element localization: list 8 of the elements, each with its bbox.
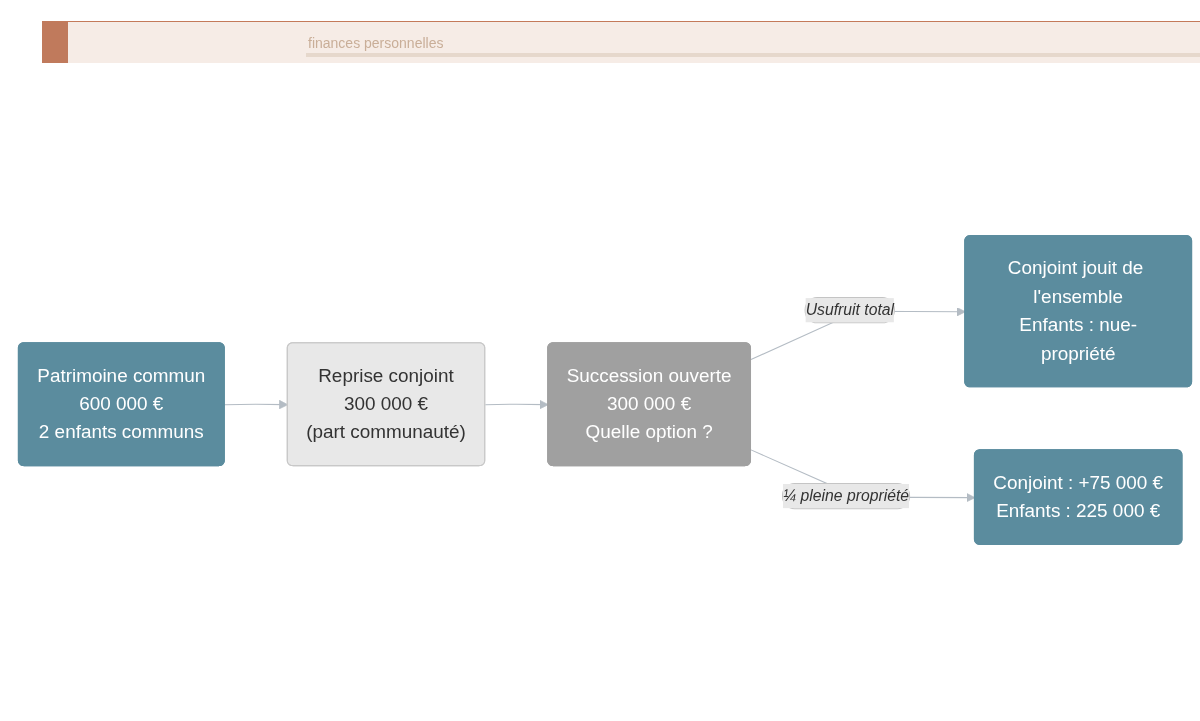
- process-box: Reprise conjoint 300 000 € (part communauté): [286, 342, 486, 467]
- process-box: Patrimoine commun 600 000 € 2 enfants communs: [17, 342, 225, 467]
- process-box: Conjoint jouit de l'ensemble Enfants : nue-propriété: [964, 235, 1193, 388]
- edge-label: Usufruit total: [804, 297, 896, 323]
- process-box: Succession ouverte 300 000 € Quelle option ?: [547, 342, 751, 467]
- process-box: Conjoint : +75 000 € Enfants : 225 000 €: [973, 449, 1183, 545]
- subtitle-text: finances personnelles: [308, 35, 444, 51]
- edge-label: ¼ pleine propriété: [782, 482, 911, 509]
